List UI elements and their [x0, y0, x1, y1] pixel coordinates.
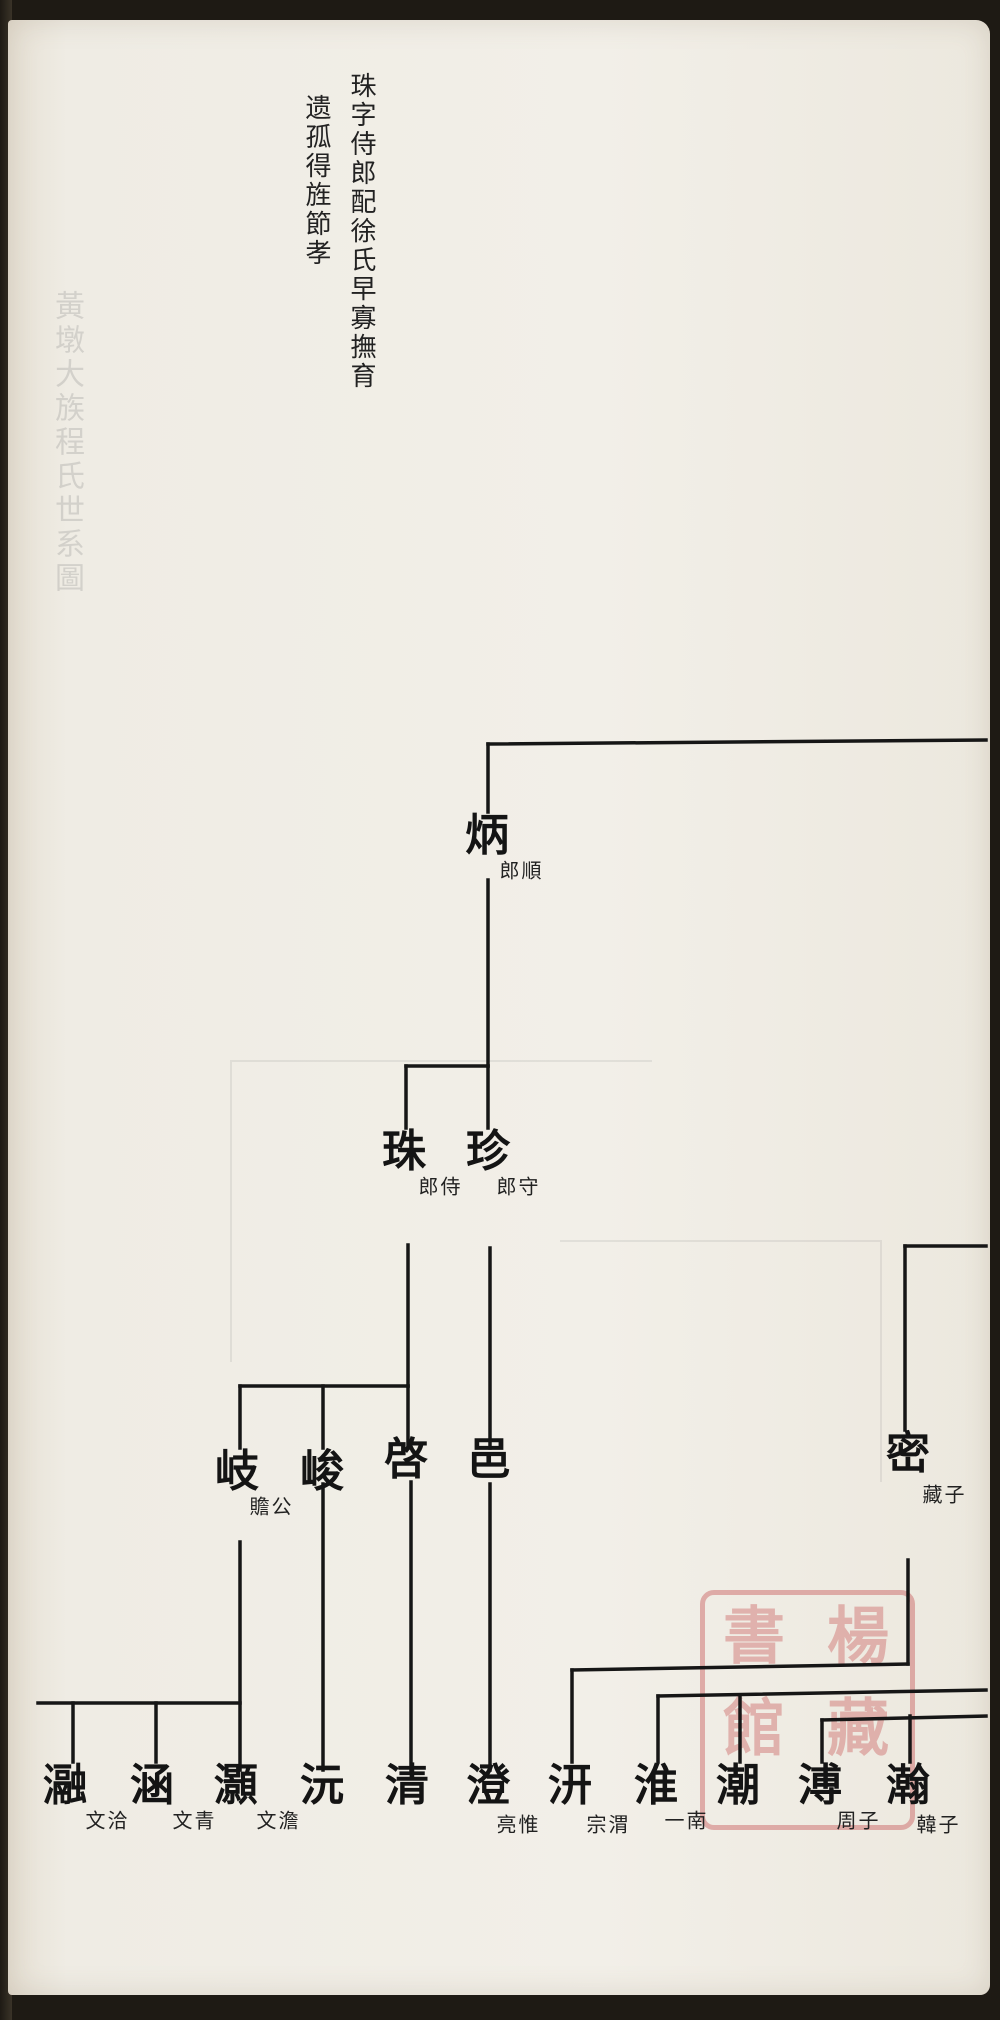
courtesy-name: 澹文 [253, 1810, 299, 1830]
person-name: 汧 [548, 1760, 592, 1811]
seal-char: 藏 [816, 1695, 889, 1757]
courtesy-name: 子藏 [919, 1484, 965, 1504]
courtesy-name: 守郎 [493, 1176, 539, 1196]
person-name: 峻 [300, 1446, 344, 1497]
courtesy-name: 惟亮 [493, 1814, 539, 1834]
courtesy-name: 順郎 [496, 860, 542, 880]
person-name: 淮 [634, 1760, 678, 1811]
person-name: 珠 [382, 1126, 426, 1177]
collector-seal: 書 館 楊 藏 [700, 1590, 915, 1830]
person-chao: 潮 [716, 1762, 760, 1810]
person-han: 涵 青文 [130, 1760, 215, 1831]
person-qian: 汧 渭宗 [548, 1760, 629, 1835]
person-qi: 岐 公贍 [215, 1446, 292, 1517]
person-rong: 瀜 洽文 [43, 1760, 128, 1831]
person-name: 密 [886, 1428, 930, 1479]
seal-char: 書 [712, 1603, 785, 1665]
person-jun: 峻 [300, 1448, 344, 1496]
person-name: 岐 [215, 1446, 259, 1497]
seal-char: 楊 [816, 1603, 889, 1665]
person-name: 珍 [466, 1126, 510, 1177]
person-name: 邑 [467, 1434, 511, 1485]
annotation-line-1: 珠字侍郎配徐氏早寡撫育 [346, 72, 376, 391]
person-yi: 邑 [467, 1436, 511, 1484]
seal-char: 館 [712, 1695, 785, 1757]
courtesy-name: 子周 [833, 1810, 879, 1830]
person-name: 啓 [384, 1434, 428, 1485]
person-name: 潮 [716, 1760, 760, 1811]
bleed-through-text: 黃墩大族程氏世系圖 [49, 290, 84, 596]
person-bing: 炳 順郎 [465, 810, 542, 881]
person-zhen: 珍 守郎 [466, 1126, 539, 1197]
bleed-through-lines [230, 1060, 652, 1362]
courtesy-name: 洽文 [82, 1810, 128, 1830]
person-name: 灝 [214, 1760, 258, 1811]
person-name: 沅 [300, 1760, 344, 1811]
annotation-line-2: 遗孤得旌節孝 [301, 94, 331, 268]
person-name: 溥 [798, 1760, 842, 1811]
person-cheng: 澄 惟亮 [466, 1760, 539, 1835]
courtesy-name: 南一 [661, 1810, 707, 1830]
courtesy-name: 青文 [169, 1810, 215, 1830]
bleed-through-lines [560, 1240, 882, 1482]
person-zhu: 珠 侍郎 [382, 1126, 461, 1197]
courtesy-name: 子韓 [913, 1814, 959, 1834]
person-huai: 淮 南一 [634, 1760, 707, 1831]
person-qing: 清 [385, 1762, 429, 1810]
courtesy-name: 侍郎 [415, 1176, 461, 1196]
person-name: 涵 [130, 1760, 174, 1811]
person-hao: 灝 澹文 [214, 1760, 299, 1831]
person-name: 瀜 [43, 1760, 87, 1811]
person-name: 澄 [466, 1760, 510, 1811]
person-name: 炳 [465, 810, 509, 861]
person-pu: 溥 子周 [798, 1760, 879, 1831]
person-name: 瀚 [886, 1760, 930, 1811]
courtesy-name: 渭宗 [583, 1814, 629, 1834]
person-yuan: 沅 [300, 1762, 344, 1810]
person-han-2: 瀚 子韓 [886, 1760, 959, 1835]
courtesy-name: 公贍 [246, 1496, 292, 1516]
person-name: 清 [385, 1760, 429, 1811]
person-mi: 密 子藏 [886, 1428, 965, 1505]
person-qi-2: 啓 [384, 1436, 428, 1484]
